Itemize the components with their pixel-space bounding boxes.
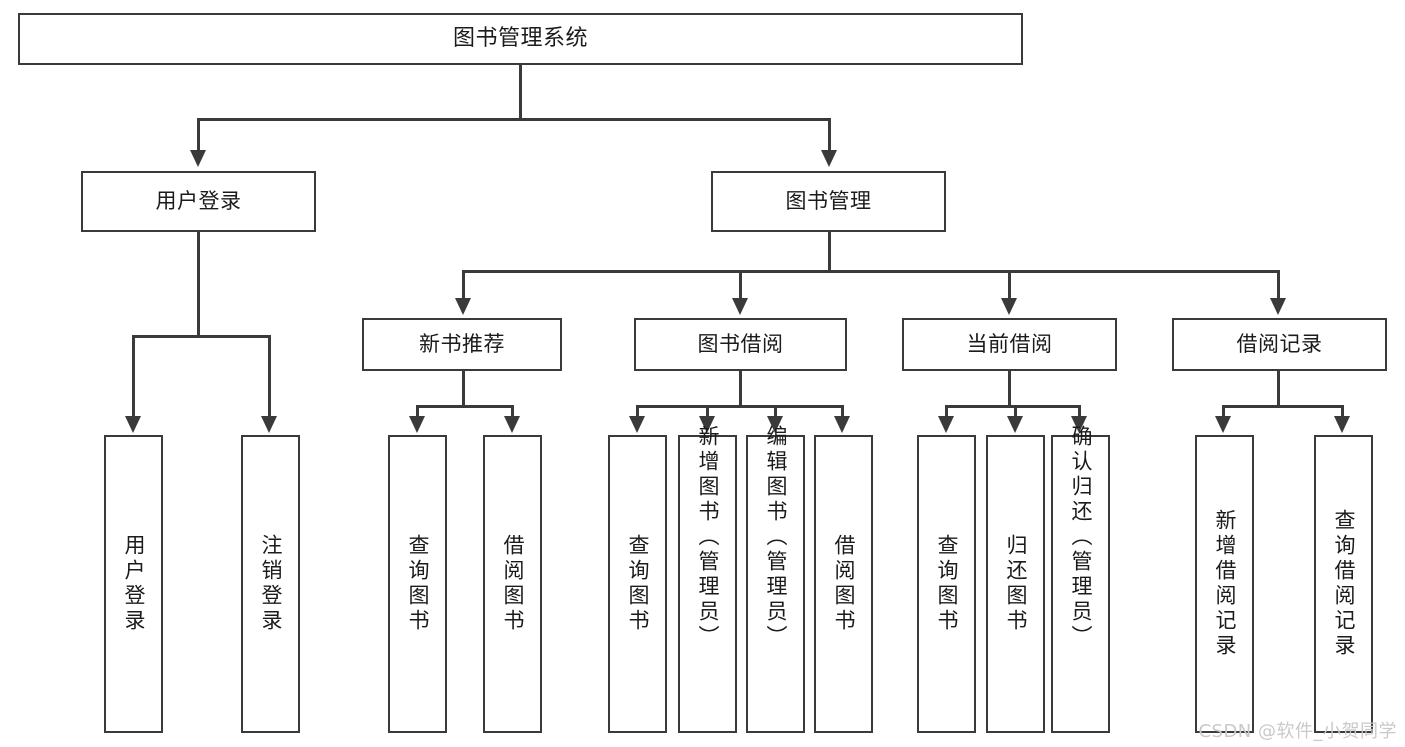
arrow-book-borrow-leaf-2 (699, 416, 715, 433)
arrow-new-book-leaf-2 (504, 416, 520, 433)
connector-user-login-bus (132, 335, 270, 338)
leaf-edit-book-admin[interactable]: 编辑图书（管理员） (746, 425, 805, 733)
leaf-label: 新增借阅记录 (1213, 509, 1237, 659)
arrow-to-current-borrow (1001, 298, 1017, 315)
leaf-user-login[interactable]: 用户登录 (104, 435, 163, 733)
connector-book-borrow-leaf-1 (636, 405, 639, 418)
node-root-library-system[interactable]: 图书管理系统 (18, 13, 1023, 65)
connector-to-current-borrow (1008, 270, 1011, 300)
arrow-to-user-login (190, 150, 206, 167)
node-new-book-recommend[interactable]: 新书推荐 (362, 318, 562, 371)
leaf-borrow-book-recommend[interactable]: 借阅图书 (483, 435, 542, 733)
connector-book-borrow-leaf-3 (774, 405, 777, 418)
leaf-label: 确认归还（管理员） (1069, 425, 1093, 650)
node-label: 新书推荐 (419, 332, 505, 356)
arrow-current-borrow-leaf-1 (938, 416, 954, 433)
leaf-confirm-return-admin[interactable]: 确认归还（管理员） (1051, 425, 1110, 733)
leaf-label: 借阅图书 (832, 534, 856, 634)
connector-level3-bus (462, 270, 1280, 273)
connector-current-borrow-stem (1008, 371, 1011, 405)
connector-new-book-bus (416, 405, 514, 408)
connector-borrow-record-leaf-2 (1341, 405, 1344, 418)
connector-user-login-leaf-2 (268, 335, 271, 418)
arrow-to-new-book (455, 298, 471, 315)
leaf-query-book-current[interactable]: 查询图书 (917, 435, 976, 733)
leaf-add-book-admin[interactable]: 新增图书（管理员） (678, 425, 737, 733)
leaf-query-book-borrow[interactable]: 查询图书 (608, 435, 667, 733)
connector-current-borrow-bus (945, 405, 1080, 408)
node-user-login[interactable]: 用户登录 (81, 171, 316, 232)
connector-to-user-login (197, 118, 200, 152)
arrow-book-borrow-leaf-1 (629, 416, 645, 433)
connector-new-book-stem (462, 371, 465, 405)
connector-borrow-record-stem (1277, 371, 1280, 405)
leaf-label: 借阅图书 (501, 534, 525, 634)
arrow-current-borrow-leaf-3 (1071, 416, 1087, 433)
arrow-to-borrow-record (1270, 298, 1286, 315)
node-borrow-record[interactable]: 借阅记录 (1172, 318, 1387, 371)
connector-current-borrow-leaf-3 (1078, 405, 1081, 418)
connector-book-borrow-stem (739, 371, 742, 405)
node-book-management[interactable]: 图书管理 (711, 171, 946, 232)
connector-new-book-leaf-2 (511, 405, 514, 418)
arrow-to-book-borrow (732, 298, 748, 315)
leaf-label: 用户登录 (122, 534, 146, 634)
leaf-label: 归还图书 (1004, 534, 1028, 634)
connector-current-borrow-leaf-1 (945, 405, 948, 418)
connector-new-book-leaf-1 (416, 405, 419, 418)
leaf-query-book-recommend[interactable]: 查询图书 (388, 435, 447, 733)
arrow-new-book-leaf-1 (409, 416, 425, 433)
node-label: 图书管理 (785, 189, 872, 213)
arrow-user-login-leaf-2 (261, 416, 277, 433)
leaf-query-borrow-record[interactable]: 查询借阅记录 (1314, 435, 1373, 733)
node-label: 借阅记录 (1236, 332, 1323, 356)
leaf-label: 注销登录 (259, 534, 283, 634)
node-label: 用户登录 (155, 189, 242, 213)
leaf-label: 新增图书（管理员） (696, 425, 720, 650)
connector-to-book-borrow (739, 270, 742, 300)
connector-current-borrow-leaf-2 (1014, 405, 1017, 418)
connector-level2-bus (197, 118, 831, 121)
connector-to-book-manage (828, 118, 831, 152)
node-current-borrow[interactable]: 当前借阅 (902, 318, 1117, 371)
arrow-borrow-record-leaf-2 (1334, 416, 1350, 433)
connector-to-borrow-record (1277, 270, 1280, 300)
connector-to-new-book (462, 270, 465, 300)
connector-book-borrow-leaf-2 (706, 405, 709, 418)
arrow-book-borrow-leaf-4 (834, 416, 850, 433)
leaf-label: 查询图书 (626, 534, 650, 634)
connector-book-borrow-bus (636, 405, 844, 408)
connector-root-stem (519, 65, 522, 118)
connector-book-borrow-leaf-4 (841, 405, 844, 418)
arrow-current-borrow-leaf-2 (1007, 416, 1023, 433)
leaf-logout[interactable]: 注销登录 (241, 435, 300, 733)
arrow-borrow-record-leaf-1 (1215, 416, 1231, 433)
connector-borrow-record-leaf-1 (1222, 405, 1225, 418)
leaf-label: 查询图书 (406, 534, 430, 634)
leaf-label: 查询借阅记录 (1332, 509, 1356, 659)
arrow-book-borrow-leaf-3 (767, 416, 783, 433)
leaf-borrow-book[interactable]: 借阅图书 (814, 435, 873, 733)
node-book-borrow[interactable]: 图书借阅 (634, 318, 847, 371)
leaf-return-book[interactable]: 归还图书 (986, 435, 1045, 733)
leaf-label: 查询图书 (935, 534, 959, 634)
arrow-user-login-leaf-1 (125, 416, 141, 433)
node-label: 图书管理系统 (452, 26, 588, 51)
node-label: 当前借阅 (966, 332, 1053, 356)
connector-borrow-record-bus (1222, 405, 1344, 408)
leaf-label: 编辑图书（管理员） (764, 425, 788, 650)
node-label: 图书借阅 (697, 332, 784, 356)
arrow-to-book-manage (821, 150, 837, 167)
leaf-add-borrow-record[interactable]: 新增借阅记录 (1195, 435, 1254, 733)
connector-user-login-leaf-1 (132, 335, 135, 418)
connector-user-login-stem (197, 232, 200, 335)
connector-book-manage-stem (828, 232, 831, 270)
